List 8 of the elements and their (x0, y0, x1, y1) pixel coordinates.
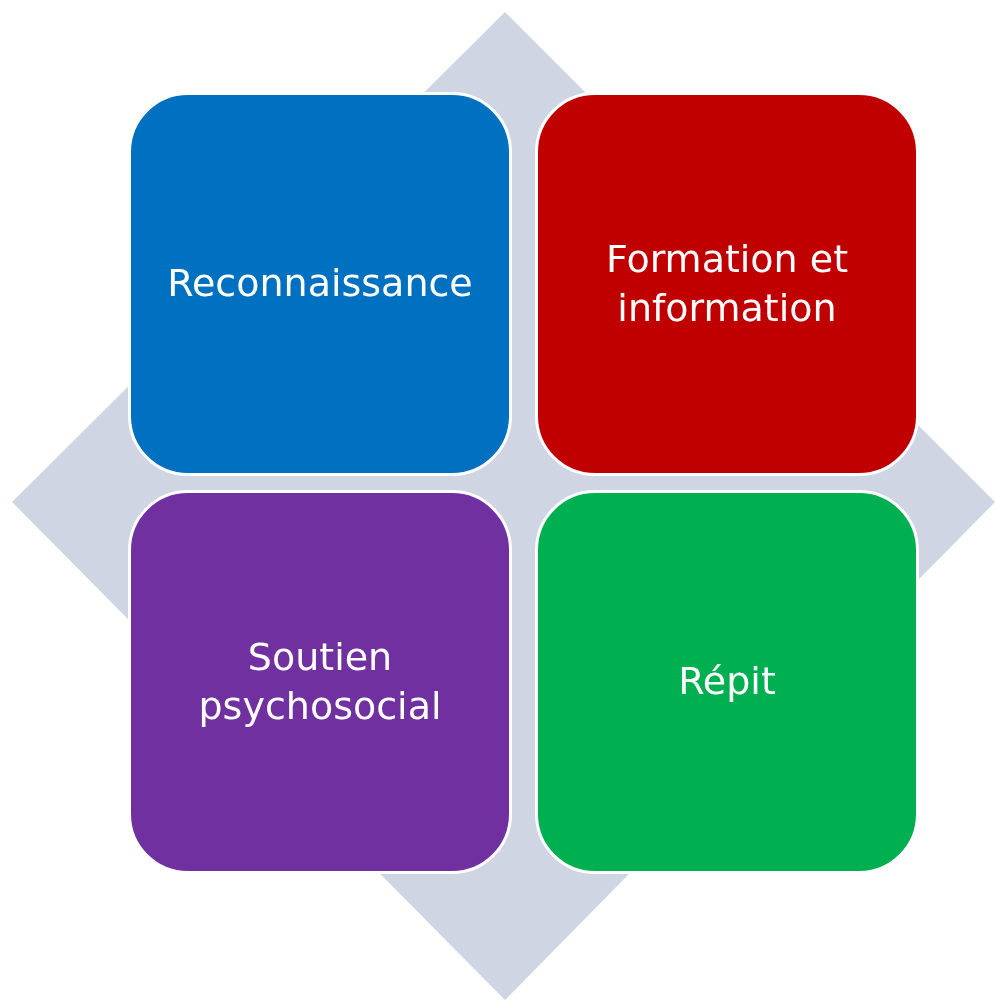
rounded-box (128, 490, 512, 874)
box-label: Reconnaissance (167, 260, 473, 308)
rounded-box (535, 490, 919, 874)
box-label: Formation et information (604, 235, 850, 332)
box-label: Répit (678, 658, 776, 706)
rounded-box (128, 92, 512, 476)
rounded-box (535, 92, 919, 476)
box-label: Soutien psychosocial (197, 633, 443, 730)
